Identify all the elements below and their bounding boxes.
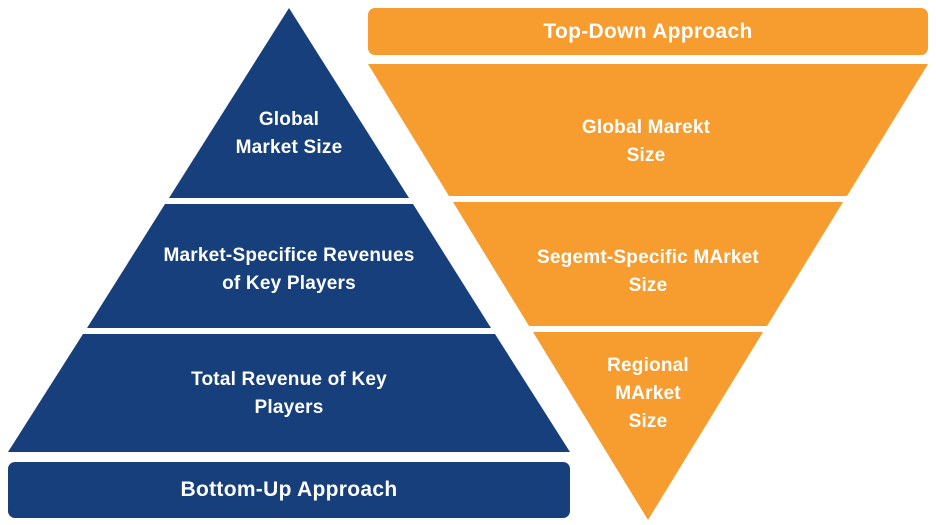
- bottom-up-tier1-line2: Market Size: [235, 137, 343, 158]
- bottom-up-tier1-line1: Global: [258, 109, 320, 130]
- top-down-pyramid-tier1-shape: [368, 64, 928, 196]
- bottom-up-approach-bar: [8, 462, 570, 518]
- bottom-up-pyramid-tier2-shape: [87, 204, 491, 328]
- bottom-up-tier2-line2: of Key Players: [222, 273, 356, 294]
- bottom-up-pyramid-tier3-shape: [8, 334, 570, 452]
- top-down-pyramid-tier2-shape: [453, 202, 843, 326]
- bottom-up-pyramid-tier1-shape: [169, 8, 409, 198]
- top-down-tier2-line2: Size: [628, 275, 668, 296]
- bottom-up-tier3-line1: Total Revenue of Key: [191, 369, 387, 390]
- top-down-tier1-label: Global Marekt Size: [496, 114, 796, 170]
- bottom-up-approach-label: Bottom-Up Approach: [8, 462, 570, 518]
- bottom-up-tier1-label: Global Market Size: [139, 106, 439, 162]
- bottom-up-tier2-line1: Market-Specifice Revenues: [163, 245, 415, 266]
- bottom-up-tier2-label: Market-Specifice Revenues of Key Players: [89, 242, 489, 298]
- top-down-tier3-line1: Regional: [607, 355, 689, 376]
- top-down-tier1-line1: Global Marekt: [581, 117, 711, 138]
- top-down-approach-bar: [368, 8, 928, 55]
- top-down-tier3-line3: Size: [628, 411, 668, 432]
- bottom-up-approach-text: Bottom-Up Approach: [180, 478, 398, 501]
- top-down-approach-label: Top-Down Approach: [368, 8, 928, 55]
- top-down-tier2-label: Segemt-Specific MArket Size: [448, 244, 848, 300]
- top-down-pyramid-tier3-shape: [533, 332, 763, 520]
- bottom-up-tier3-line2: Players: [254, 397, 324, 418]
- top-down-tier1-line2: Size: [626, 145, 666, 166]
- top-down-tier2-line1: Segemt-Specific MArket: [537, 247, 759, 268]
- top-down-tier3-line2: MArket: [615, 383, 681, 404]
- top-down-tier3-label: Regional MArket Size: [523, 352, 773, 436]
- top-down-approach-text: Top-Down Approach: [543, 19, 753, 43]
- bottom-up-tier3-label: Total Revenue of Key Players: [114, 366, 464, 422]
